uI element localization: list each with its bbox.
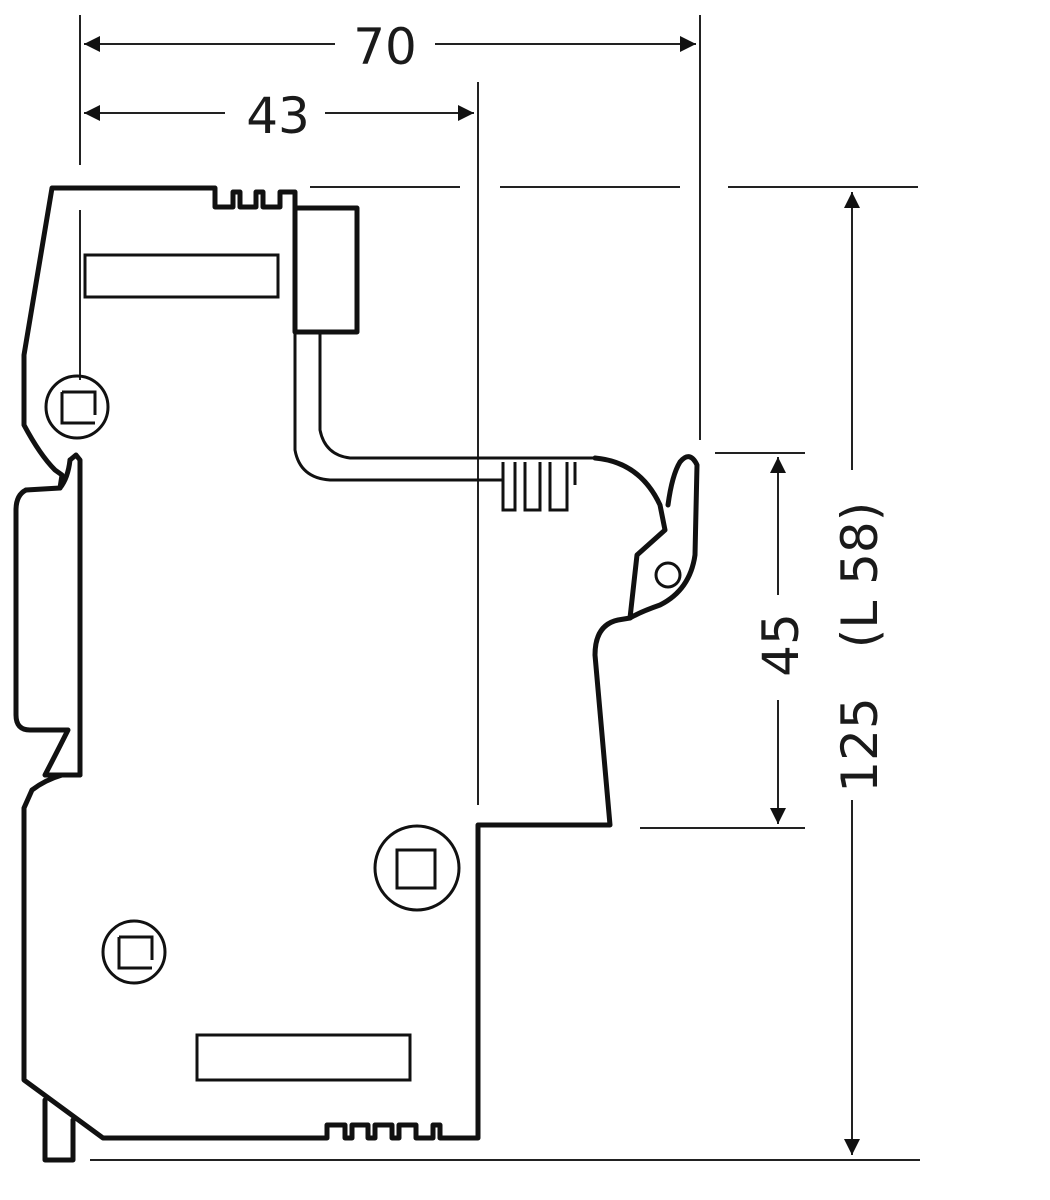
screw-terminal-middle bbox=[373, 824, 461, 912]
operating-toggle bbox=[293, 332, 595, 482]
bottom-foot bbox=[42, 1097, 76, 1163]
dimension-43: 43 bbox=[84, 87, 474, 145]
dimension-label-l58: (L 58) bbox=[831, 502, 889, 648]
din-clip bbox=[13, 457, 83, 778]
label-window-bottom bbox=[195, 1033, 412, 1082]
screw-terminal-top bbox=[44, 374, 110, 440]
dimension-label-125: 125 bbox=[831, 697, 889, 792]
latch-lever bbox=[592, 454, 700, 621]
dimension-45: 45 bbox=[752, 457, 810, 824]
screw-terminal-bottom bbox=[101, 919, 167, 985]
pivot-circle bbox=[654, 561, 682, 589]
dimension-label-43: 43 bbox=[246, 87, 310, 145]
extension-lines bbox=[79, 15, 920, 1161]
cooling-fins bbox=[501, 462, 577, 512]
dimension-70: 70 bbox=[84, 18, 696, 76]
top-terminal bbox=[292, 205, 360, 335]
dimension-label-45: 45 bbox=[752, 613, 810, 677]
dimension-125: 125 (L 58) bbox=[831, 192, 889, 1155]
dimension-label-70: 70 bbox=[353, 18, 417, 76]
device-outline bbox=[13, 185, 700, 1163]
device-body bbox=[21, 185, 633, 1141]
label-window-top bbox=[83, 253, 280, 299]
